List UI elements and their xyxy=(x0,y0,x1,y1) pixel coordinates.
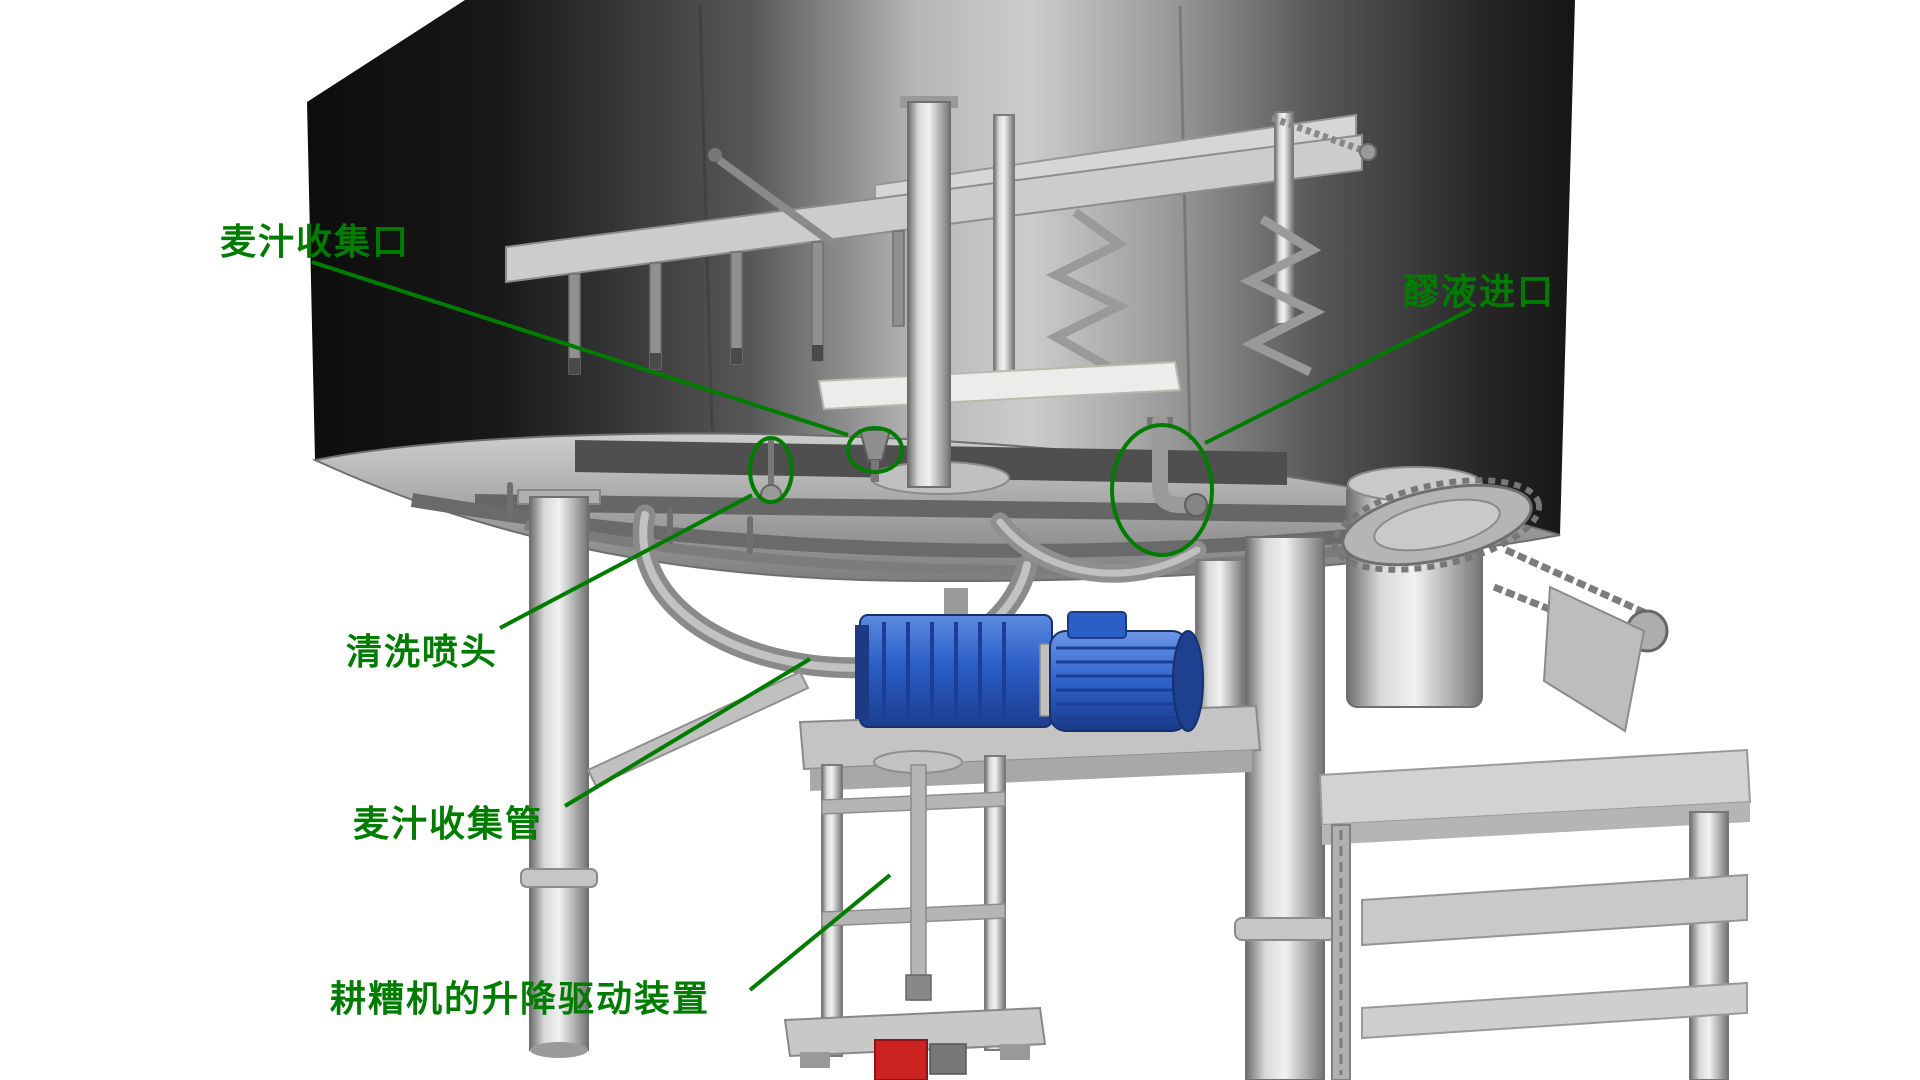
gear-motor xyxy=(855,588,1204,732)
leader-wort-collection-pipe xyxy=(563,657,812,808)
label-mash-inlet: 醪液进口 xyxy=(1403,271,1556,313)
mash-inlet xyxy=(1147,414,1208,517)
side-table-frame xyxy=(1318,748,1752,1080)
leader-wort-collection-port xyxy=(311,260,849,437)
zigzag-rake-right xyxy=(1239,215,1326,377)
label-wort-collection-port: 麦汁收集口 xyxy=(220,221,411,263)
label-cleaning-spray-head: 清洗喷头 xyxy=(346,631,499,673)
annotation-marks xyxy=(311,260,1473,992)
rake-lifting-drive xyxy=(783,750,1047,1080)
support-leg-left xyxy=(517,489,601,1058)
zigzag-rake-left xyxy=(1045,208,1130,373)
label-wort-collection-pipe: 麦汁收集管 xyxy=(353,803,544,845)
leader-cleaning-spray-head xyxy=(499,493,753,630)
red-actuator-unit xyxy=(874,1039,928,1080)
support-column-center xyxy=(1195,536,1336,1080)
leader-mash-inlet xyxy=(1204,307,1473,445)
motor-junction-box xyxy=(1067,611,1127,639)
circle-wort-collection-port xyxy=(846,426,904,474)
circle-mash-inlet xyxy=(1110,423,1214,557)
circle-cleaning-spray-head xyxy=(748,436,794,504)
leader-rake-lifting-drive xyxy=(748,873,892,992)
label-rake-lifting-drive: 耕糟机的升降驱动装置 xyxy=(330,978,711,1020)
sprocket-chain-drive xyxy=(1331,466,1669,733)
center-shaft xyxy=(900,96,958,488)
